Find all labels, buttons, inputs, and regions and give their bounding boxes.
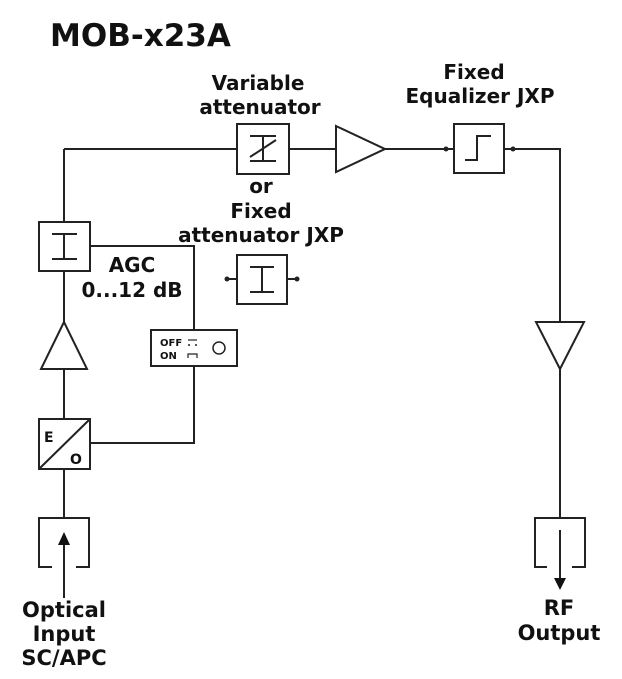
fixed-attenuator-label-1: Fixed [230,199,291,223]
agc-label-1: AGC [109,253,156,277]
agc-switch[interactable]: OFF ON [150,329,238,367]
fixed-equalizer-label-2: Equalizer JXP [406,84,555,108]
rf-output-connector [534,517,586,590]
agc-switch-on-label: ON [160,351,177,362]
eo-converter: E O [38,418,91,470]
optical-input-connector [38,517,90,598]
arrow-up-icon [58,532,70,545]
variable-attenuator-label-2: attenuator [199,95,320,119]
agc-attenuator [38,221,91,272]
eo-converter-o-label: O [70,452,82,468]
fixed-attenuator-label-2: attenuator JXP [178,223,344,247]
signal-wires [63,148,561,518]
switch-knob-icon[interactable] [212,341,226,355]
optical-input-label-2: Input [33,622,96,646]
arrow-down-icon [554,578,566,590]
agc-switch-off-label: OFF [160,338,182,349]
optical-input-label-1: Optical [22,598,106,622]
rf-output-label-1: RF [544,596,575,620]
fixed-equalizer-label-1: Fixed [443,60,504,84]
amplifier-left [39,319,89,370]
eo-converter-e-label: E [44,430,54,446]
rf-output-label-2: Output [518,621,601,645]
optical-input-label-3: SC/APC [21,646,106,670]
amplifier-right [534,321,586,372]
fixed-equalizer [443,123,516,174]
diagram-title: MOB-x23A [50,18,231,54]
variable-attenuator-label-1: Variable [212,71,305,95]
amplifier-top [335,124,388,174]
fixed-attenuator [224,254,300,305]
variable-attenuator [236,123,290,175]
or-label: or [249,174,273,198]
agc-label-2: 0...12 dB [81,278,182,302]
